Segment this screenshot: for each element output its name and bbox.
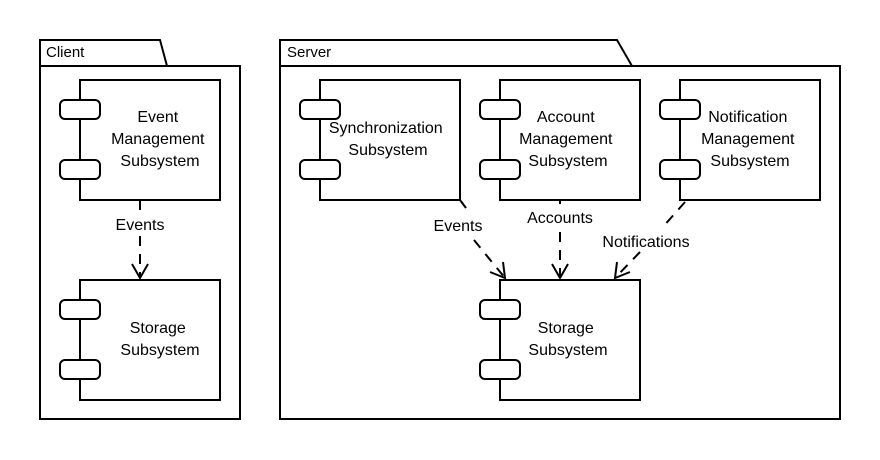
- dependency-arrow-server-accounts: Accounts: [527, 200, 593, 281]
- component-port-icon: [59, 359, 101, 380]
- arrowhead-icon: [551, 263, 569, 281]
- dependency-line: [661, 201, 686, 229]
- component-label: Synchronization Subsystem: [329, 120, 447, 159]
- arrowhead-icon: [489, 261, 507, 280]
- component-port-icon: [659, 99, 701, 120]
- component-body: [79, 79, 221, 201]
- server-synchronization-component[interactable]: Synchronization Subsystem: [299, 79, 461, 201]
- component-port-icon: [479, 159, 521, 180]
- server-storage-component[interactable]: Storage Subsystem: [479, 279, 641, 401]
- component-port-icon: [299, 99, 341, 120]
- component-label: Storage Subsystem: [528, 320, 607, 359]
- component-body: [679, 79, 821, 201]
- component-port-icon: [479, 99, 521, 120]
- server-package-label: Server: [287, 44, 331, 61]
- component-port-icon: [59, 99, 101, 120]
- component-label: Notification Management Subsystem: [701, 109, 799, 170]
- dependency-arrow-client-events: Events: [116, 200, 165, 281]
- client-package-label: Client: [46, 44, 85, 61]
- client-event-management-component[interactable]: Event Management Subsystem: [59, 79, 221, 201]
- dependency-label: Notifications: [602, 234, 689, 251]
- server-package-tab: [279, 39, 634, 67]
- component-port-icon: [479, 359, 521, 380]
- component-label: Event Management Subsystem: [111, 109, 209, 170]
- component-port-icon: [299, 159, 341, 180]
- arrowhead-icon: [131, 263, 149, 281]
- component-body: [319, 79, 461, 201]
- server-account-management-component[interactable]: Account Management Subsystem: [479, 79, 641, 201]
- dependency-arrow-server-events: Events: [434, 199, 507, 280]
- component-port-icon: [659, 159, 701, 180]
- dependency-line: [614, 251, 641, 279]
- component-label: Storage Subsystem: [120, 320, 199, 359]
- component-port-icon: [59, 299, 101, 320]
- dependency-label: Events: [434, 218, 483, 235]
- server-notification-management-component[interactable]: Notification Management Subsystem: [659, 79, 821, 201]
- dependency-arrow-server-notifications: Notifications: [602, 201, 690, 280]
- dependency-label: Events: [116, 217, 165, 234]
- component-port-icon: [59, 159, 101, 180]
- client-storage-component[interactable]: Storage Subsystem: [59, 279, 221, 401]
- component-body: [499, 279, 641, 401]
- component-body: [499, 79, 641, 201]
- component-label: Account Management Subsystem: [519, 109, 617, 170]
- dependency-line: [459, 199, 467, 209]
- dependency-label: Accounts: [527, 210, 593, 227]
- dependency-line: [473, 239, 506, 279]
- component-port-icon: [479, 299, 521, 320]
- component-body: [79, 279, 221, 401]
- arrowhead-icon: [613, 261, 631, 280]
